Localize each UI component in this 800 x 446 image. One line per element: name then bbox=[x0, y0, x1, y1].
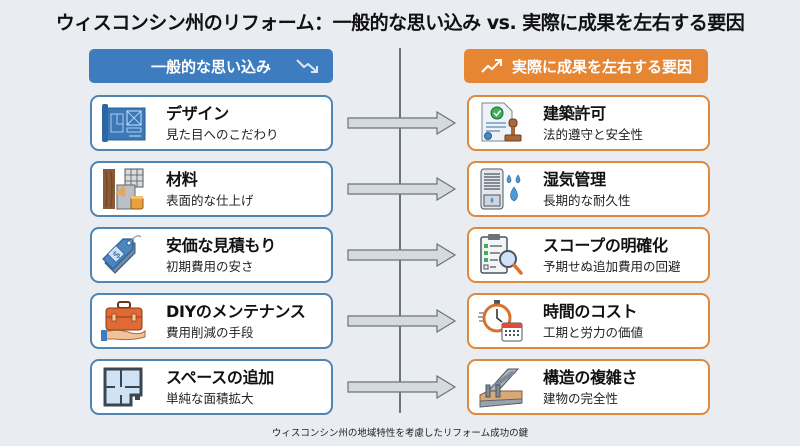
center-divider bbox=[399, 48, 401, 413]
left-column-header: 一般的な思い込み bbox=[89, 49, 333, 83]
myth-subtitle: 単純な面積拡大 bbox=[166, 390, 254, 406]
left-header-label: 一般的な思い込み bbox=[150, 57, 271, 76]
myth-card-add-space: スペースの追加 単純な面積拡大 bbox=[90, 359, 333, 415]
myth-card-materials: 材料 表面的な仕上げ bbox=[90, 161, 333, 217]
myth-card-diy: DIYのメンテナンス 費用削減の手段 bbox=[90, 293, 333, 349]
myth-title: スペースの追加 bbox=[166, 367, 274, 387]
myth-title: 安価な見積もり bbox=[166, 235, 276, 255]
factor-card-moisture: 湿気管理 長期的な耐久性 bbox=[467, 161, 710, 217]
trend-up-icon bbox=[480, 57, 504, 75]
factor-subtitle: 建物の完全性 bbox=[543, 390, 619, 406]
footer-caption: ウィスコンシン州の地域特性を考慮したリフォーム成功の鍵 bbox=[271, 428, 529, 439]
factor-subtitle: 予期せぬ追加費用の回避 bbox=[543, 258, 681, 274]
toolbox-hand-icon bbox=[100, 299, 148, 343]
myth-title: デザイン bbox=[166, 103, 229, 123]
trend-down-icon bbox=[295, 56, 321, 76]
factor-subtitle: 工期と労力の価値 bbox=[543, 324, 644, 340]
factor-title: スコープの明確化 bbox=[543, 235, 668, 255]
price-tag-icon: $ bbox=[100, 233, 148, 277]
myth-subtitle: 初期費用の安さ bbox=[166, 258, 254, 274]
factor-card-structure: 構造の複雑さ 建物の完全性 bbox=[467, 359, 710, 415]
myth-card-cheap-estimate: $ 安価な見積もり 初期費用の安さ bbox=[90, 227, 333, 283]
factor-card-permit: 建築許可 法的遵守と安全性 bbox=[467, 95, 710, 151]
dehumidifier-icon bbox=[477, 167, 525, 211]
factor-title: 構造の複雑さ bbox=[543, 367, 638, 387]
permit-stamp-icon bbox=[477, 101, 525, 145]
myth-subtitle: 表面的な仕上げ bbox=[166, 192, 254, 208]
stopwatch-calendar-icon bbox=[477, 299, 525, 343]
arrow-icon bbox=[347, 111, 457, 135]
right-column-header: 実際に成果を左右する要因 bbox=[464, 49, 708, 83]
factor-card-time-cost: 時間のコスト 工期と労力の価値 bbox=[467, 293, 710, 349]
arrow-icon bbox=[347, 375, 457, 399]
myth-subtitle: 費用削減の手段 bbox=[166, 324, 254, 340]
factor-subtitle: 法的遵守と安全性 bbox=[543, 126, 644, 142]
arrow-icon bbox=[347, 243, 457, 267]
page-title: ウィスコンシン州のリフォーム：一般的な思い込み vs. 実際に成果を左右する要因 bbox=[55, 12, 745, 34]
arrow-icon bbox=[347, 177, 457, 201]
steel-beam-icon bbox=[477, 365, 525, 409]
myth-title: DIYのメンテナンス bbox=[166, 301, 306, 321]
factor-title: 湿気管理 bbox=[543, 169, 606, 189]
myth-subtitle: 見た目へのこだわり bbox=[166, 126, 279, 142]
factor-title: 時間のコスト bbox=[543, 301, 638, 321]
factor-subtitle: 長期的な耐久性 bbox=[543, 192, 631, 208]
clipboard-magnifier-icon bbox=[477, 233, 525, 277]
arrow-icon bbox=[347, 309, 457, 333]
floor-plan-icon bbox=[100, 365, 148, 409]
myth-title: 材料 bbox=[166, 169, 198, 189]
materials-paint-icon bbox=[100, 167, 148, 211]
blueprint-icon bbox=[100, 101, 148, 145]
factor-card-scope: スコープの明確化 予期せぬ追加費用の回避 bbox=[467, 227, 710, 283]
right-header-label: 実際に成果を左右する要因 bbox=[511, 57, 692, 76]
factor-title: 建築許可 bbox=[543, 103, 606, 123]
myth-card-design: デザイン 見た目へのこだわり bbox=[90, 95, 333, 151]
